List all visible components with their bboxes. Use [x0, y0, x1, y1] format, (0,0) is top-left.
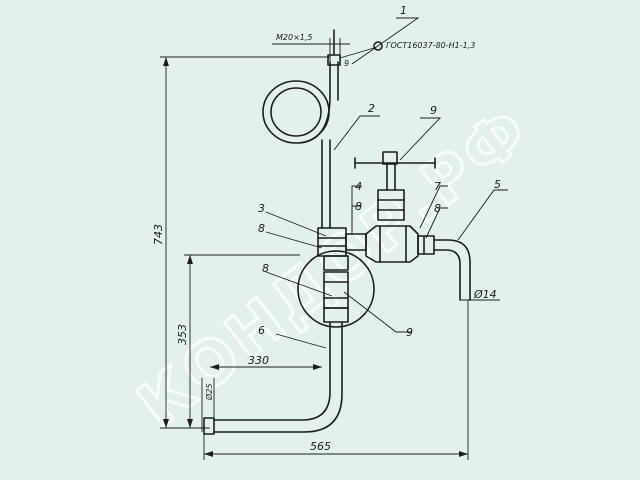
callout-4: 4: [355, 180, 362, 193]
dimension-330: 330: [248, 354, 269, 367]
callout-9-lower: 9: [406, 326, 413, 339]
callout-8-center: 8: [355, 200, 362, 213]
dimension-diameter-14: Ø14: [473, 288, 497, 301]
dimension-353: 353: [176, 324, 189, 345]
leader-lines: [265, 17, 508, 349]
dimension-743: 743: [152, 224, 165, 245]
vertical-tube: [321, 139, 331, 229]
callout-7: 7: [434, 180, 441, 193]
callout-9-top: 9: [430, 104, 437, 117]
dimension-lines: [160, 38, 500, 460]
callout-6: 6: [258, 324, 265, 337]
lower-pipe: [203, 321, 343, 435]
sight-chamber: [297, 250, 375, 328]
callout-5: 5: [494, 178, 501, 191]
thread-dimension: M20×1,5: [276, 33, 313, 42]
callouts: 1 2 9 3 8 4 8 7 8 5 8 9 6 9: [258, 4, 501, 339]
top-fitting: [327, 29, 383, 66]
callout-8-left: 8: [258, 222, 265, 235]
valve-assembly: [354, 151, 436, 263]
callout-9-small: 9: [344, 59, 349, 68]
callout-3: 3: [258, 202, 265, 215]
dimension-565: 565: [310, 440, 331, 453]
watermark: КОНДОР.РФ: [124, 92, 543, 442]
standard-reference: ГОСТ16037-80-Н1-1,3: [386, 41, 475, 50]
callout-2: 2: [368, 102, 375, 115]
callout-8-right: 8: [434, 202, 441, 215]
callout-8-lower: 8: [262, 262, 269, 275]
dimension-texts: M20×1,5 ГОСТ16037-80-Н1-1,3 743 353 330 …: [152, 33, 497, 453]
dimension-diameter-25: Ø25: [204, 384, 214, 401]
siphon-coil: [262, 61, 339, 144]
outlet-pipe: [433, 239, 471, 301]
callout-1: 1: [400, 4, 407, 17]
